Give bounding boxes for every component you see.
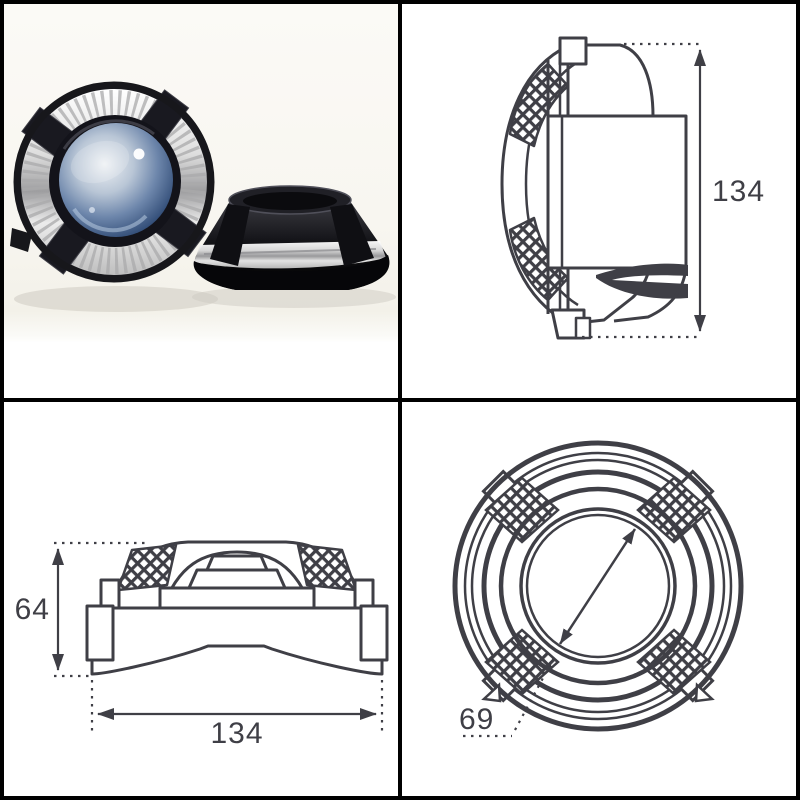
shroud-elevation [85,540,389,676]
crosshatch-patch-bottom [508,216,570,302]
mounting-ear-left [481,682,502,703]
wedge-cutout [596,263,688,299]
specular-highlight [133,148,145,160]
crosshatch-patch-top [508,62,570,148]
ribbed-reflector-texture [22,90,206,274]
dimension-label-height: 134 [712,175,765,208]
rear-shroud-pillar-right [330,204,374,266]
dimension-label-width: 134 [210,717,263,750]
chrome-window-band [194,241,386,269]
diameter-arrow [558,528,637,645]
lens-blue-crescent [72,207,148,233]
shroud-side-profile [500,36,688,340]
lens-opening-ring [519,507,677,665]
dimension-height [582,42,706,339]
dimension-width [90,680,384,732]
shroud-face [452,440,744,732]
crosshatch-patch-left [116,543,178,592]
dimension-height [52,541,148,678]
dimension-label-diameter: 69 [459,703,494,736]
rear-shroud-pillar-left [210,204,250,266]
panel-product-photo [4,4,398,398]
product-photo [4,4,398,398]
leader-line [514,651,558,731]
elevation-drawing: 64 134 [15,540,389,750]
mounting-ear-right [694,682,715,703]
panel-elevation-view: 64 134 [4,402,398,796]
panel-side-view: 134 [402,4,796,398]
dimension-diameter [463,528,637,738]
front-shroud [10,81,215,283]
crosshatch-diamonds [484,476,712,696]
projector-lens [59,123,173,237]
shadow-rear-shroud [192,286,396,308]
rear-shroud [193,185,390,290]
side-view-drawing: 134 [500,36,765,340]
shadow-front-shroud [14,286,218,312]
panel-face-view: 69 [402,402,796,796]
dimension-label-height: 64 [15,593,50,626]
crosshatch-patch-right [296,543,358,592]
face-view-drawing: 69 [452,440,744,738]
